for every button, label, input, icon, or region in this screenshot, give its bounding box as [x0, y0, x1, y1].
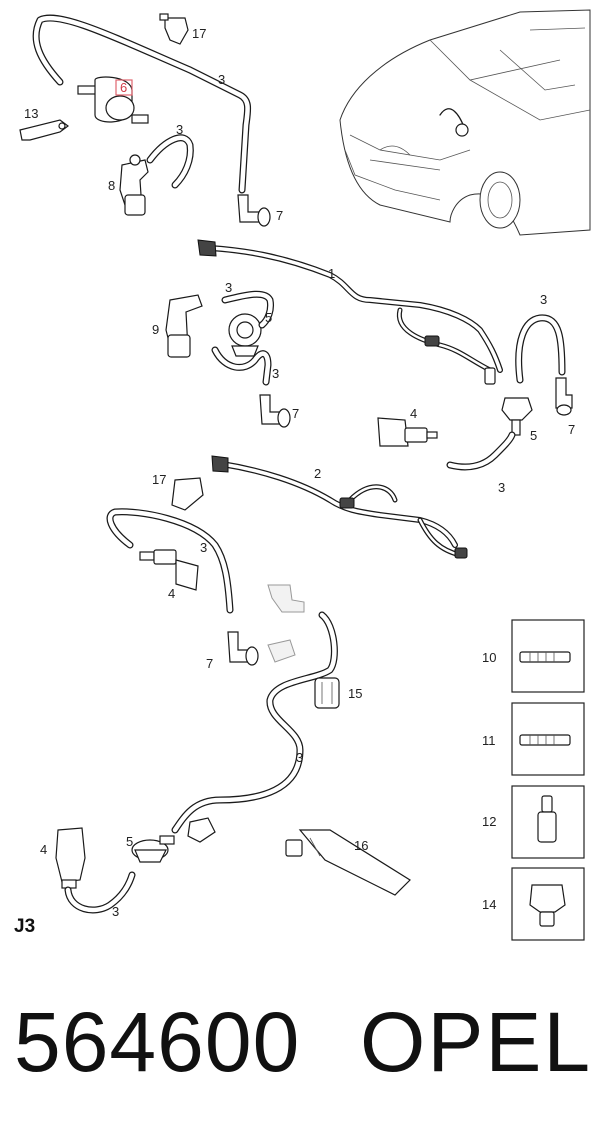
callout-3-lower-long: 3 [296, 750, 303, 765]
callout-3-top: 3 [218, 72, 225, 87]
elbow-7-top [237, 194, 271, 227]
hose-3-short-a [146, 134, 194, 189]
callout-2: 2 [314, 466, 321, 481]
callout-13: 13 [24, 106, 38, 121]
callout-4-right: 4 [410, 406, 417, 421]
pump-4-right [377, 417, 438, 447]
callout-7-low: 7 [206, 656, 213, 671]
callout-3-left-long: 3 [200, 540, 207, 555]
elbow-7-mid [259, 394, 291, 428]
clip-17-top [159, 13, 189, 45]
bracket-13 [19, 119, 69, 141]
check-valve-5-bottom [131, 835, 175, 863]
callout-7-top: 7 [276, 208, 283, 223]
check-valve-5-right [501, 397, 533, 436]
callout-3-right-lower: 3 [498, 480, 505, 495]
callout-5-bottom: 5 [126, 834, 133, 849]
elbow-7-low [227, 631, 259, 666]
nozzle-16 [285, 829, 411, 896]
grommet-15 [314, 677, 340, 709]
elbow-7-right [555, 377, 573, 416]
detail-box-14 [511, 867, 585, 941]
check-valve-5-mid [228, 313, 262, 357]
hose-3-lower-long [171, 611, 338, 834]
callout-17-mid: 17 [152, 472, 166, 487]
hose-3-right-lower [446, 431, 516, 471]
callout-9: 9 [152, 322, 159, 337]
callout-4-left: 4 [168, 586, 175, 601]
callout-7-mid: 7 [292, 406, 299, 421]
callout-3-lower-mid: 3 [272, 366, 279, 381]
check-valve-6 [77, 76, 149, 124]
callout-6-highlight-box [115, 79, 133, 96]
ghost-parts [267, 584, 305, 663]
hose-3-right [515, 314, 566, 384]
pump-4-bottom [55, 827, 86, 889]
callout-11: 11 [482, 733, 496, 748]
callout-4-bottom: 4 [40, 842, 47, 857]
brand-name: OPEL [360, 995, 593, 1089]
parts-diagram: 17 3 6 13 3 8 7 1 3 9 5 3 7 3 4 5 7 3 17… [19, 9, 591, 941]
hose-3-left-long [106, 508, 234, 614]
clip-17-mid [171, 477, 204, 511]
callout-6: 6 [120, 80, 127, 95]
callout-17-top: 17 [192, 26, 206, 41]
part-number: 564600 [14, 995, 301, 1089]
detail-box-12 [511, 785, 585, 859]
callout-1: 1 [328, 266, 335, 281]
callout-12: 12 [482, 814, 496, 829]
connector-8 [119, 154, 149, 216]
vehicle-illustration [339, 9, 591, 236]
detail-box-11 [511, 702, 585, 776]
hose-3-top [32, 14, 252, 194]
callout-16: 16 [354, 838, 368, 853]
callout-3-short: 3 [176, 122, 183, 137]
clip-bottom [187, 817, 216, 843]
callout-5-mid: 5 [265, 310, 272, 325]
hose-3-bottom [64, 871, 136, 914]
pump-4-left [139, 549, 199, 591]
callout-3-upper-mid: 3 [225, 280, 232, 295]
callout-8: 8 [108, 178, 115, 193]
connector-9 [165, 294, 203, 358]
detail-box-10 [511, 619, 585, 693]
callout-10: 10 [482, 650, 496, 665]
callout-15: 15 [348, 686, 362, 701]
callout-3-bottom: 3 [112, 904, 119, 919]
callout-5-right: 5 [530, 428, 537, 443]
callout-labels: 17 3 6 13 3 8 7 1 3 9 5 3 7 3 4 5 7 3 17… [24, 26, 575, 919]
hose-assembly-2 [211, 455, 468, 559]
hose-assembly-1 [197, 239, 503, 385]
callout-3-right: 3 [540, 292, 547, 307]
diagram-code: J3 [14, 916, 36, 937]
hose-3-mid [211, 290, 274, 386]
callout-7-right: 7 [568, 422, 575, 437]
callout-14: 14 [482, 897, 496, 912]
